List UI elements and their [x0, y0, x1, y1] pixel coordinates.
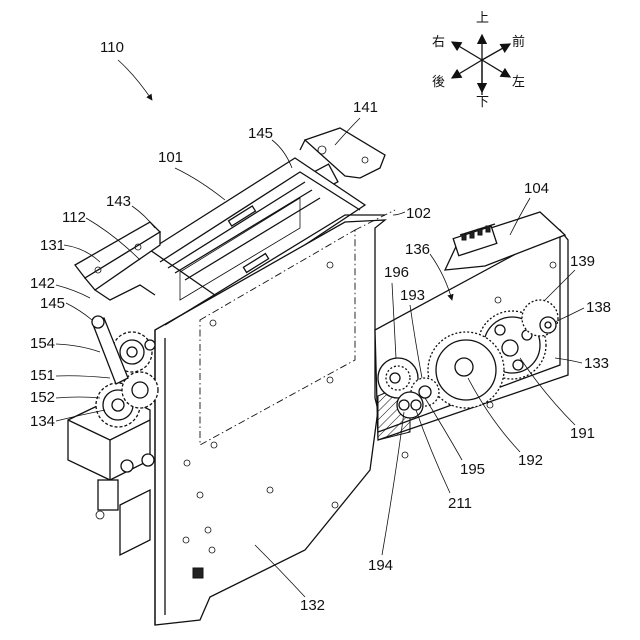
label-193: 193 — [400, 287, 425, 304]
label-152: 152 — [30, 389, 55, 406]
label-110: 110 — [100, 39, 124, 56]
label-139: 139 — [570, 253, 595, 270]
label-151: 151 — [30, 367, 55, 384]
label-194: 194 — [368, 557, 393, 574]
label-192: 192 — [518, 452, 543, 469]
dir-rear-label: 後 — [432, 74, 445, 89]
leader-154 — [56, 344, 100, 352]
label-145-top: 145 — [248, 125, 273, 142]
label-211: 211 — [448, 495, 472, 512]
dir-right-label: 右 — [432, 34, 445, 49]
dir-up-label: 上 — [476, 10, 489, 25]
apparatus-drawing — [68, 128, 568, 625]
dir-down-label: 下 — [476, 94, 489, 109]
label-132: 132 — [300, 597, 325, 614]
label-142: 142 — [30, 275, 55, 292]
direction-indicator: 上 下 右 前 後 左 — [432, 10, 525, 109]
label-191: 191 — [570, 425, 595, 442]
label-138: 138 — [586, 299, 611, 316]
label-131: 131 — [40, 237, 65, 254]
label-136: 136 — [405, 241, 430, 258]
leader-102 — [393, 212, 405, 215]
leader-101 — [175, 168, 225, 200]
leader-152 — [56, 397, 100, 398]
leader-110 — [118, 60, 152, 100]
label-196: 196 — [384, 264, 409, 281]
dir-front-label: 前 — [512, 34, 525, 49]
label-134: 134 — [30, 413, 55, 430]
label-104: 104 — [524, 180, 549, 197]
dir-left-label: 左 — [512, 74, 525, 89]
leader-151 — [56, 376, 110, 378]
leader-145-left — [66, 303, 92, 320]
label-133: 133 — [584, 355, 609, 372]
label-102: 102 — [406, 205, 431, 222]
label-195: 195 — [460, 461, 485, 478]
label-143: 143 — [106, 193, 131, 210]
label-145-left: 145 — [40, 295, 65, 312]
label-112: 112 — [62, 209, 86, 226]
label-154: 154 — [30, 335, 55, 352]
label-101: 101 — [158, 149, 183, 166]
label-141: 141 — [353, 99, 378, 116]
